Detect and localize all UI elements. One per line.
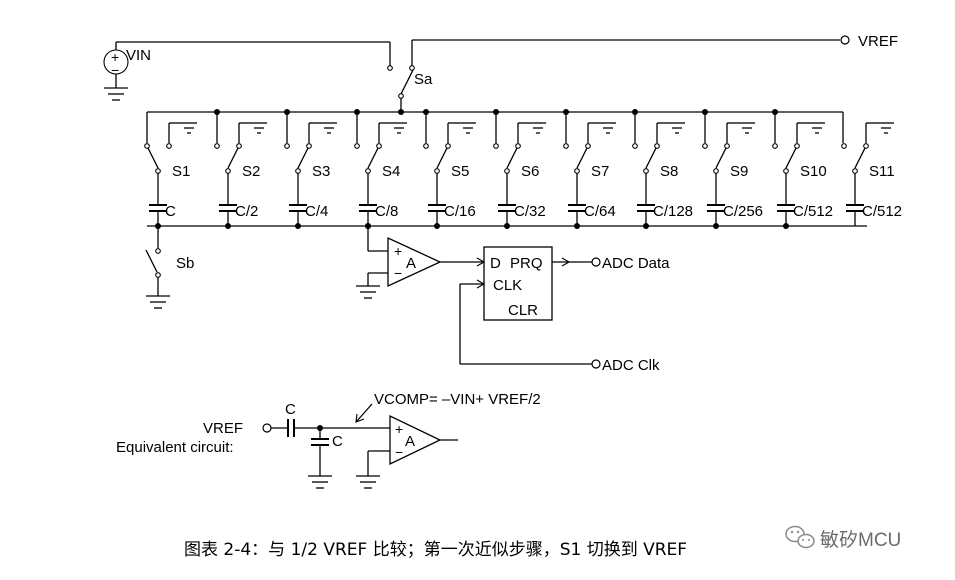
ground-icon: [809, 122, 825, 134]
adc-clk-label: ADC Clk: [602, 357, 660, 374]
capacitor-bit-array: S1C S2C/2 S3C/4 S4C/8 S5C/16 S6C/32 S7C/64 S8C/…: [144, 109, 902, 229]
register-d-label: D: [490, 255, 501, 272]
switch-label-1: S1: [172, 163, 190, 180]
ground-icon: [356, 475, 380, 489]
ground-icon: [391, 122, 407, 134]
adc-data-label: ADC Data: [602, 255, 670, 272]
sa-label: Sa: [414, 71, 433, 88]
capacitor-label-8: C/128: [653, 203, 693, 220]
bit-column-1: S1C: [144, 112, 197, 229]
capacitor-label-4: C/8: [375, 203, 398, 220]
equivalent-title: Equivalent circuit:: [116, 439, 234, 456]
switch-label-7: S7: [591, 163, 609, 180]
ground-icon: [356, 285, 380, 299]
series-cap-label: C: [285, 401, 296, 418]
vref-label: VREF: [858, 33, 898, 50]
equivalent-minus: −: [395, 444, 403, 460]
ground-icon: [104, 87, 128, 101]
ground-icon: [460, 122, 476, 134]
ground-icon: [251, 122, 267, 134]
capacitor-label-2: C/2: [235, 203, 258, 220]
ground-icon: [308, 475, 332, 489]
vin-minus-sign: −: [111, 62, 119, 78]
vin-source: + − VIN: [103, 41, 391, 101]
vcomp-label: VCOMP= –VIN+ VREF/2: [374, 391, 541, 408]
vcomp-arrow: [355, 403, 373, 423]
capacitor-label-6: C/32: [514, 203, 546, 220]
sb-label: Sb: [176, 255, 194, 272]
switch-label-11: S11: [869, 163, 895, 180]
ground-icon: [669, 122, 685, 134]
bit-column-5: S5C/16: [423, 109, 476, 229]
switch-label-5: S5: [451, 163, 469, 180]
ground-icon: [530, 122, 546, 134]
vin-label: VIN: [126, 47, 151, 64]
watermark-text: 敏矽MCU: [820, 529, 901, 551]
bit-column-6: S6C/32: [493, 109, 546, 229]
register-clk-label: CLK: [493, 277, 522, 294]
ground-icon: [321, 122, 337, 134]
equivalent-circuit: VREF Equivalent circuit: C C + − A: [116, 391, 541, 489]
capacitor-label-9: C/256: [723, 203, 763, 220]
switch-label-9: S9: [730, 163, 748, 180]
switch-sa: Sa: [387, 65, 433, 112]
ground-icon: [181, 122, 197, 134]
comparator-minus: −: [394, 265, 402, 281]
bit-column-4: S4C/8: [354, 109, 407, 229]
capacitor-label-3: C/4: [305, 203, 328, 220]
equivalent-vref-label: VREF: [203, 420, 243, 437]
bit-column-8: S8C/128: [632, 109, 693, 229]
ground-icon: [146, 295, 170, 309]
bit-column-2: S2C/2: [214, 109, 267, 229]
bit-column-7: S7C/64: [563, 109, 616, 229]
capacitor-label-1: C: [165, 203, 176, 220]
capacitor-label-11: C/512: [862, 203, 902, 220]
switch-sb: Sb: [145, 226, 194, 309]
comparator-label: A: [406, 255, 416, 272]
register-prq-label: PRQ: [510, 255, 543, 272]
switch-label-4: S4: [382, 163, 400, 180]
figure-caption: 图表 2-4：与 1/2 VREF 比较；第一次近似步骤，S1 切换到 VREF: [184, 540, 687, 560]
bit-column-9: S9C/256: [702, 109, 763, 229]
vref-rail: VREF: [411, 33, 898, 66]
ground-icon: [878, 122, 894, 134]
wechat-icon: [785, 525, 815, 549]
vin-plus-sign: +: [111, 49, 119, 65]
comparator-plus: +: [394, 243, 402, 259]
bus-junction-dot: [398, 109, 404, 115]
ground-icon: [739, 122, 755, 134]
register-clr-label: CLR: [508, 302, 538, 319]
shunt-cap-label: C: [332, 433, 343, 450]
switch-label-3: S3: [312, 163, 330, 180]
switch-label-2: S2: [242, 163, 260, 180]
bit-column-3: S3C/4: [284, 109, 337, 229]
equivalent-comparator-label: A: [405, 433, 415, 450]
switch-label-6: S6: [521, 163, 539, 180]
ground-icon: [600, 122, 616, 134]
equivalent-plus: +: [395, 421, 403, 437]
d-flip-flop-register: D PRQ CLK CLR ADC Data ADC Clk: [459, 246, 670, 374]
switch-label-8: S8: [660, 163, 678, 180]
capacitor-label-7: C/64: [584, 203, 616, 220]
capacitor-label-10: C/512: [793, 203, 833, 220]
switch-label-10: S10: [800, 163, 827, 180]
capacitor-label-5: C/16: [444, 203, 476, 220]
comparator: + − A: [356, 223, 486, 299]
